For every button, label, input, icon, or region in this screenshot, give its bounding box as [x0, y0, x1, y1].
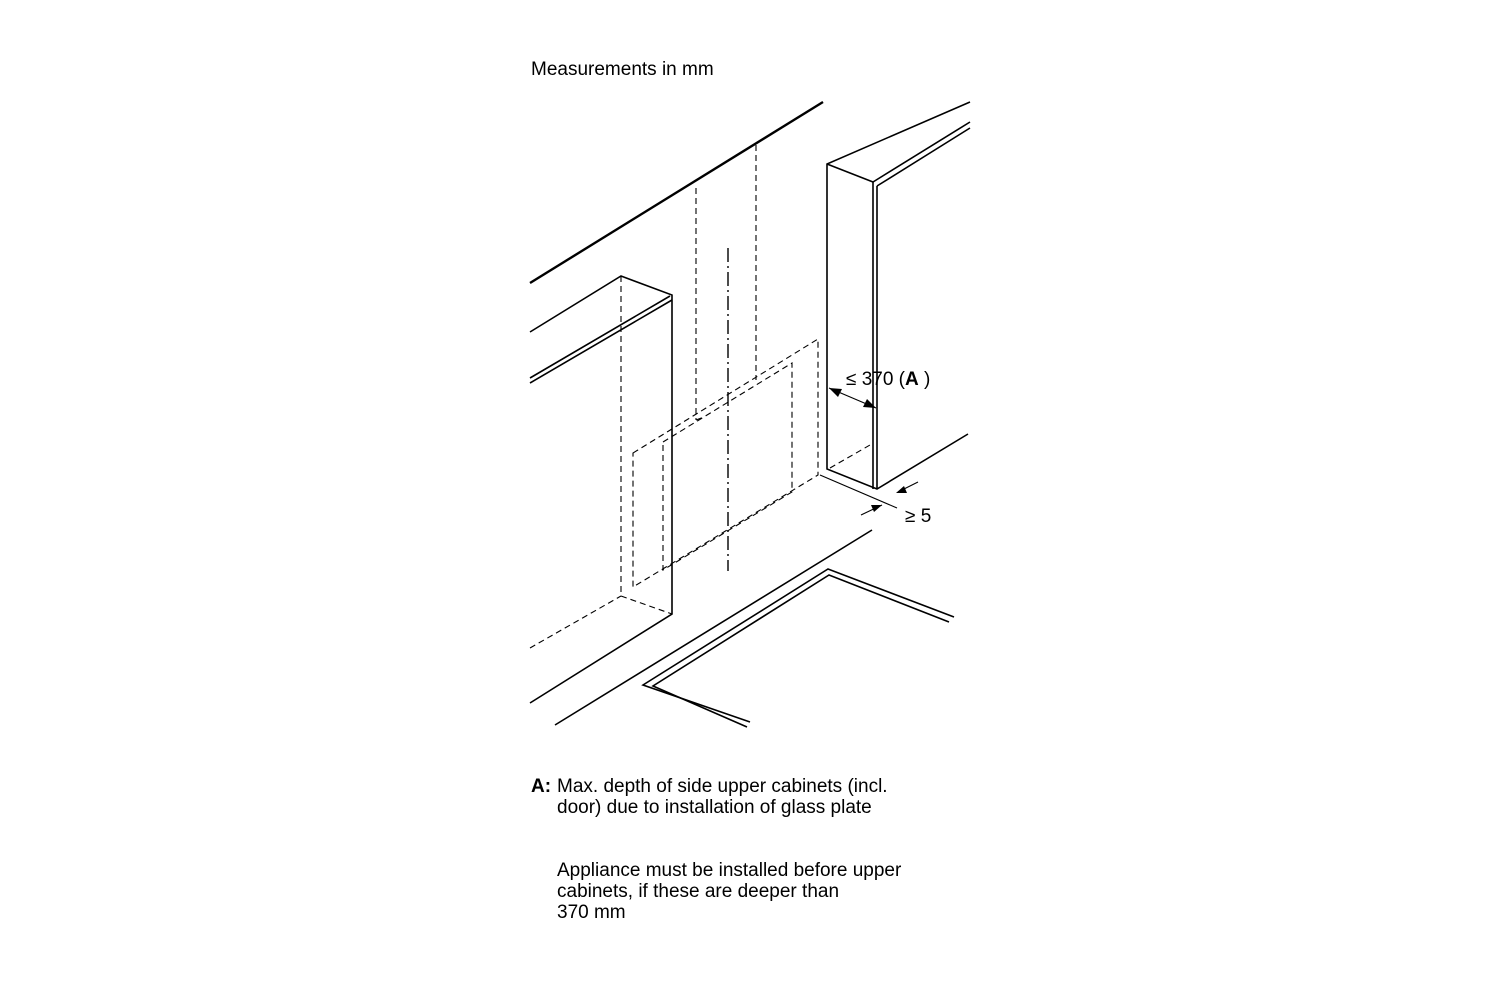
- depth-close: ): [918, 369, 931, 390]
- units-note: Measurements in mm: [531, 59, 714, 80]
- legend-line-2: door) due to installation of glass plate: [557, 797, 872, 818]
- glass-plate-outline: [632, 338, 819, 588]
- right-upper-cabinet: [826, 101, 971, 490]
- countertop-and-hob: [554, 529, 955, 728]
- depth-value: ≤ 370 (: [846, 369, 906, 390]
- depth-dimension-label: ≤ 370 (A ): [846, 369, 930, 390]
- legend-key: A:: [531, 776, 552, 797]
- depth-ref: A: [905, 369, 919, 390]
- gap-dimension: [819, 474, 919, 516]
- legend-line-1: Max. depth of side upper cabinets (incl.: [557, 776, 888, 797]
- chimney-hidden-lines: [695, 145, 757, 421]
- note-line-1: Appliance must be installed before upper: [557, 860, 902, 881]
- left-upper-cabinet: [529, 275, 673, 704]
- note-line-2: cabinets, if these are deeper than: [557, 881, 840, 902]
- gap-dimension-label: ≥ 5: [905, 506, 932, 527]
- wall-ceiling-line: [529, 100, 824, 285]
- note-line-3: 370 mm: [557, 902, 626, 923]
- depth-dimension: [828, 387, 877, 409]
